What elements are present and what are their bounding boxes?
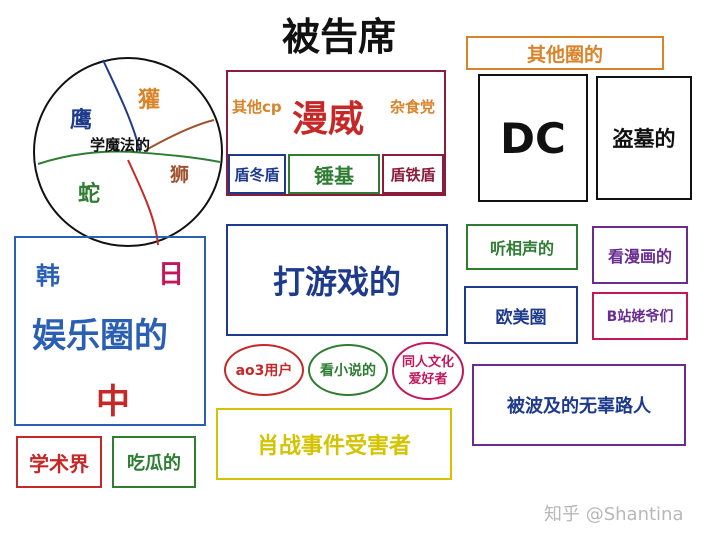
ent-korea: 韩 (36, 262, 60, 290)
gossip-box: 吃瓜的 (112, 436, 196, 488)
academia-box: 学术界 (16, 436, 102, 488)
novels-circle: 看小说的 (308, 344, 388, 396)
ship-stucky: 盾冬盾 (228, 154, 286, 194)
page-title: 被告席 (282, 15, 397, 59)
marvel-block (226, 70, 446, 196)
other-fandoms-label: 其他圈的 (466, 36, 664, 70)
house-slytherin: 蛇 (78, 182, 101, 207)
bystanders-box: 被波及的无辜路人 (472, 364, 686, 446)
entertainment-block (14, 236, 206, 426)
marvel-omnivore: 杂食党 (390, 98, 436, 116)
house-gryffindor: 狮 (170, 164, 190, 186)
ao3-circle: ao3用户 (224, 344, 304, 396)
ship-stony: 盾铁盾 (382, 154, 444, 194)
xiaozhan-box: 肖战事件受害者 (216, 408, 452, 480)
marvel-title: 漫威 (292, 99, 365, 140)
house-hufflepuff: 獾 (138, 88, 161, 113)
crosstalk-box: 听相声的 (466, 224, 578, 270)
tomb-raider-box: 盗墓的 (596, 76, 692, 200)
ship-thorki: 锤基 (288, 154, 380, 194)
ent-title: 娱乐圈的 (32, 316, 168, 356)
doujin-line-2: 爱好者 (408, 372, 448, 387)
pie-center-label: 学魔法的 (90, 136, 151, 154)
zhihu-watermark: 知乎 @Shantina (544, 504, 684, 525)
comics-box: 看漫画的 (592, 226, 688, 284)
ent-japan: 日 (158, 260, 185, 290)
dc-box: DC (478, 74, 588, 202)
gaming-box: 打游戏的 (226, 224, 448, 336)
doujin-line-1: 同人文化 (401, 355, 454, 370)
doujin-circle: 同人文化 爱好者 (392, 342, 464, 400)
house-ravenclaw: 鹰 (70, 108, 93, 133)
bilibili-box: B站姥爷们 (592, 292, 688, 340)
western-box: 欧美圈 (464, 286, 578, 344)
marvel-other-cp: 其他cp (232, 98, 282, 116)
ent-china: 中 (96, 382, 130, 422)
